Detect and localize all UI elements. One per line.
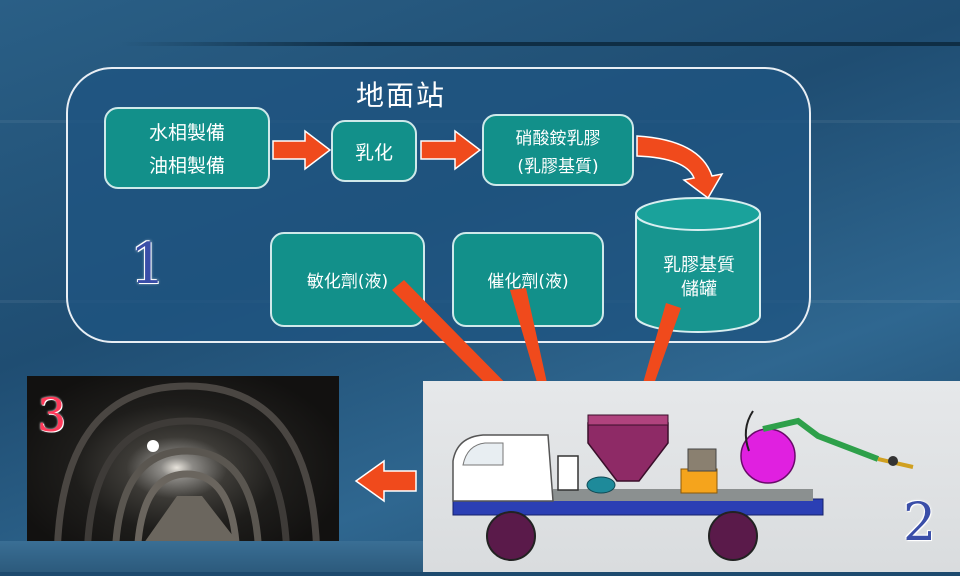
ammonium-nitrate-emulsion-box: 硝酸銨乳膠 (乳膠基質) [482,114,634,186]
water-phase-label: 水相製備 [148,122,225,144]
emulsify-box: 乳化 [331,120,417,182]
mixing-truck-illustration [452,410,914,561]
arrow-to-tank [636,135,724,200]
storage-tank-icon [635,197,761,333]
sensitizer-label: 敏化劑(液) [306,272,389,292]
pressure-vessel [740,428,796,484]
tank-label-line2: 儲罐 [681,279,717,300]
oil-phase-label: 油相製備 [148,155,225,177]
mixing-truck-panel: 2 [423,381,960,572]
rear-wheel [708,511,758,561]
storage-tank-label: 乳膠基質 儲罐 [640,254,758,302]
truck-bed [553,489,813,501]
front-wheel [486,511,536,561]
arrow-to-emulsion [420,129,482,171]
ground-station-title: 地面站 [356,79,447,112]
tunnel-light [147,440,159,452]
phase-preparation-box: 水相製備 油相製備 [104,107,270,189]
truck-number: 2 [903,493,937,553]
ground-station-number: 1 [130,232,166,297]
mine-number: 3 [37,388,67,442]
generator-unit [680,468,718,494]
arrow-truck-to-mine [354,459,417,503]
mine-tunnel-photo: 3 [27,376,339,567]
ammonium-nitrate-label: 硝酸銨乳膠 [515,128,601,149]
tank-label-line1: 乳膠基質 [663,255,735,276]
catalyst-label: 催化劑(液) [487,272,569,292]
tunnel-illustration [53,382,321,567]
emulsion-hopper [587,422,669,482]
bottom-band [0,541,423,572]
boom-arm [762,417,880,462]
emulsify-label: 乳化 [354,141,393,164]
sensitizer-box: 敏化劑(液) [270,232,425,327]
pump-motor [586,476,616,494]
emulsion-matrix-label: (乳膠基質) [517,156,599,177]
arrow-to-emulsify [272,129,332,171]
header-rule [120,42,960,46]
